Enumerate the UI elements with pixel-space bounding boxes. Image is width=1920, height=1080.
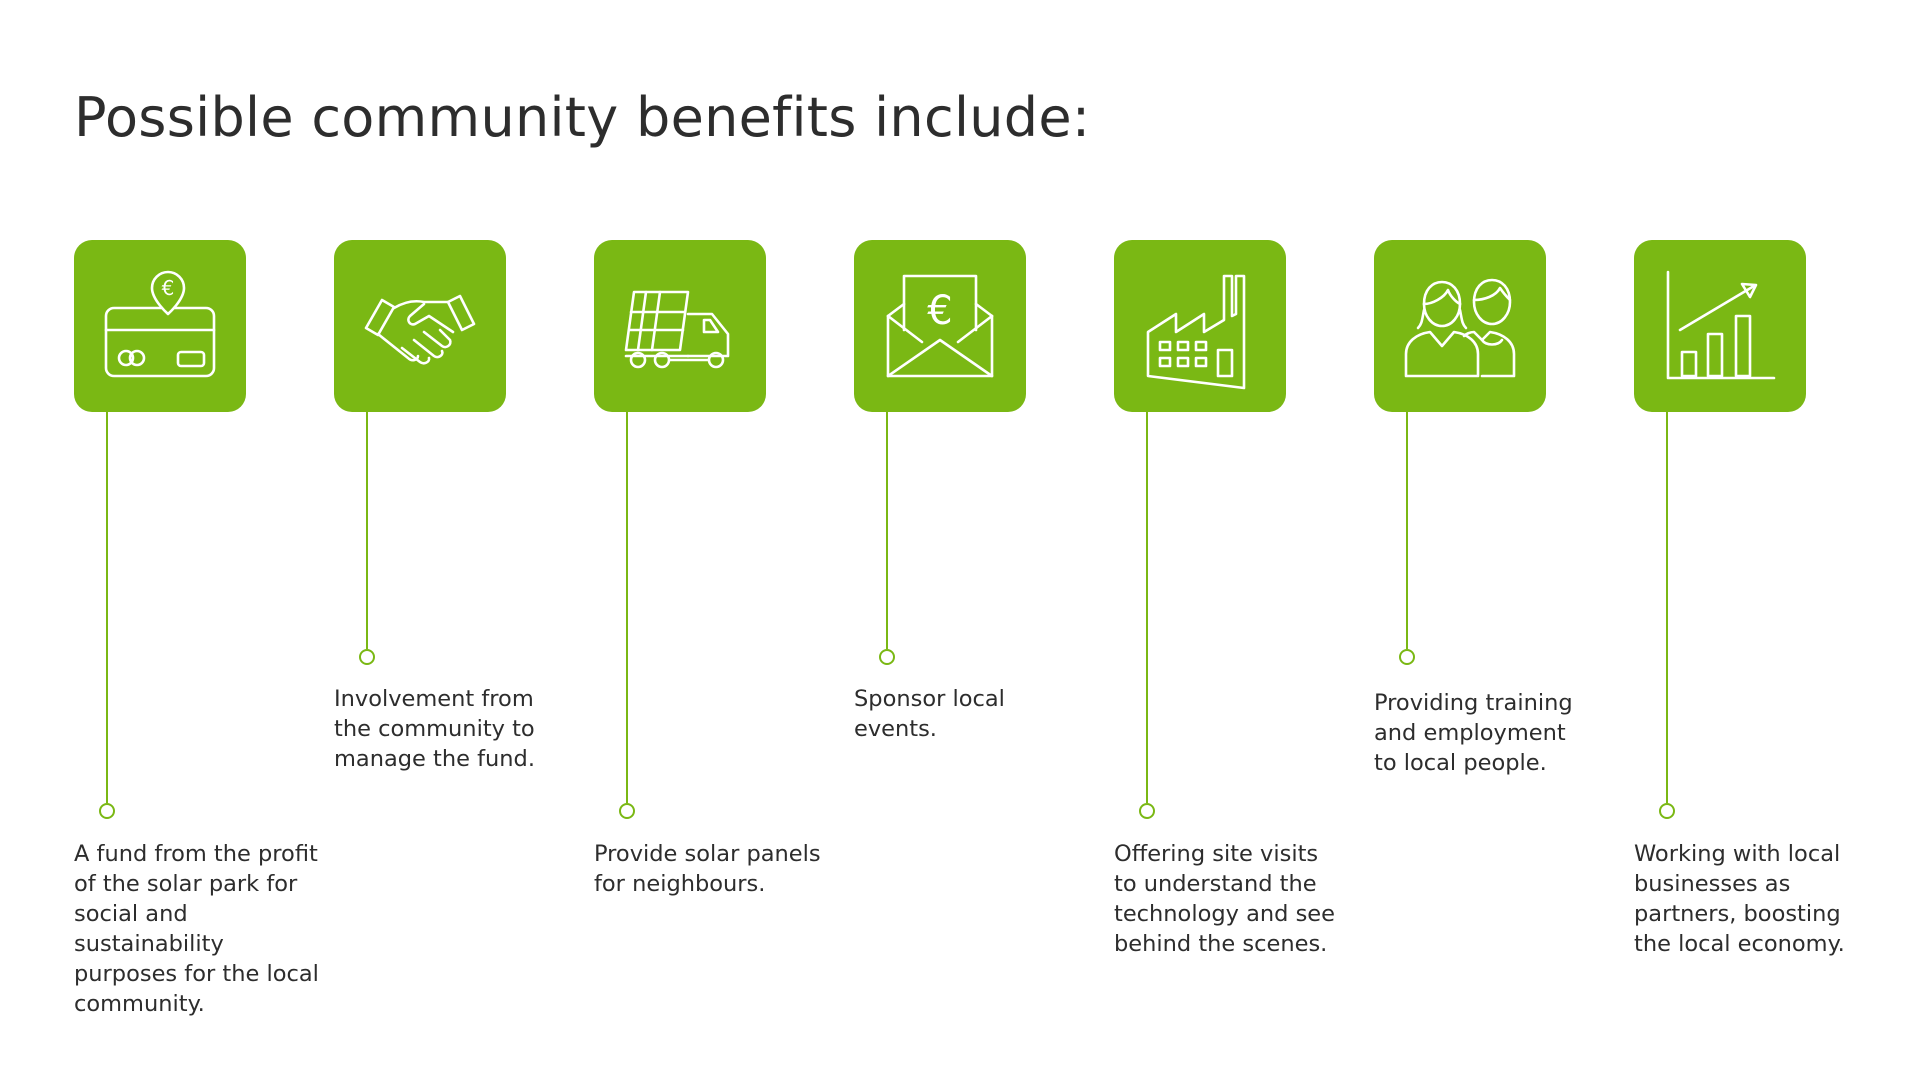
benefit-description: Involvement from the community to manage…	[334, 686, 535, 772]
benefit-site-visits: Offering site visits to understand the t…	[1114, 0, 1374, 1080]
connector-dot	[359, 649, 375, 665]
connector-dot	[1399, 649, 1415, 665]
connector-dot	[1139, 803, 1155, 819]
benefit-icon-box	[334, 240, 506, 412]
benefit-description: Working with local businesses as partner…	[1634, 841, 1845, 957]
benefit-icon-box	[1634, 240, 1806, 412]
svg-text:€: €	[927, 288, 952, 334]
handshake-icon	[364, 294, 476, 365]
connector-line	[626, 412, 628, 803]
connector-line	[366, 412, 368, 649]
benefit-icon-box: €	[854, 240, 1026, 412]
connector-dot	[99, 803, 115, 819]
benefit-icon-box	[594, 240, 766, 412]
benefit-solar-panels: Provide solar panels for neighbours.	[594, 0, 854, 1080]
benefit-description: Providing training and employment to loc…	[1374, 690, 1573, 776]
connector-dot	[619, 803, 635, 819]
connector-line	[1406, 412, 1408, 649]
connector-line	[1666, 412, 1668, 803]
benefit-sponsor: € Sponsor local events.	[854, 0, 1114, 1080]
solar-panel-truck-icon	[624, 290, 730, 369]
benefit-local-business: Working with local businesses as partner…	[1634, 0, 1894, 1080]
people-icon	[1404, 278, 1516, 378]
factory-icon	[1146, 274, 1246, 390]
growth-chart-icon	[1666, 270, 1776, 380]
svg-text:€: €	[162, 276, 175, 300]
benefit-description: Offering site visits to understand the t…	[1114, 841, 1335, 957]
benefit-involvement: Involvement from the community to manage…	[334, 0, 594, 1080]
connector-line	[106, 412, 108, 803]
euro-envelope-icon: €	[886, 274, 994, 378]
benefit-description: Sponsor local events.	[854, 686, 1005, 742]
benefit-icon-box	[1374, 240, 1546, 412]
card-euro-pin-icon: €	[104, 270, 216, 378]
page-title: Possible community benefits include:	[74, 86, 1091, 149]
connector-line	[886, 412, 888, 649]
benefit-description: Provide solar panels for neighbours.	[594, 841, 821, 897]
benefit-fund: € A fund from the profit of the solar pa…	[74, 0, 334, 1080]
connector-dot	[1659, 803, 1675, 819]
connector-dot	[879, 649, 895, 665]
connector-line	[1146, 412, 1148, 803]
benefit-icon-box: €	[74, 240, 246, 412]
benefit-training: Providing training and employment to loc…	[1374, 0, 1634, 1080]
benefit-description: A fund from the profit of the solar park…	[74, 841, 319, 1017]
benefit-icon-box	[1114, 240, 1286, 412]
